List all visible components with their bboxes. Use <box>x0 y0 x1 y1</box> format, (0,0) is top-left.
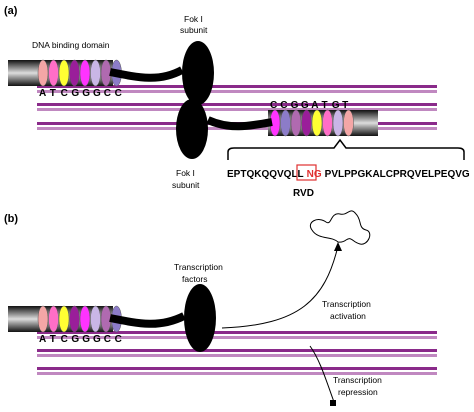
protein-squiggle <box>310 210 371 245</box>
repeat-module <box>37 305 49 333</box>
base-letter: G <box>82 334 90 345</box>
fok-top-label-1: Fok I <box>184 14 203 24</box>
repeat-module <box>48 305 59 333</box>
repeat-module <box>100 305 112 333</box>
activation-arrowhead <box>334 242 342 251</box>
activation-label-2: activation <box>330 311 366 321</box>
right-repeat-modules <box>269 109 354 137</box>
repeat-module <box>290 109 302 137</box>
repeat-module <box>100 59 112 87</box>
rvd-label: RVD <box>293 188 314 199</box>
activation-label-1: Transcription <box>322 299 371 309</box>
repeat-module <box>311 109 323 137</box>
repeat-seq-after: PVLPPGKALCPRQVELPEQVG <box>325 169 470 180</box>
repeat-module <box>343 109 354 137</box>
repeat-module <box>79 305 91 333</box>
repeat-module <box>280 109 291 137</box>
repeat-module <box>69 305 80 333</box>
repeat-module <box>37 59 49 87</box>
repeat-module <box>58 59 70 87</box>
activation-arrow <box>221 245 339 329</box>
repeat-module <box>332 109 344 137</box>
base-letter: A <box>39 334 46 345</box>
tf-label-2: factors <box>182 274 208 284</box>
repeat-module <box>90 305 101 333</box>
repression-line <box>309 345 335 403</box>
base-letter: T <box>322 100 328 111</box>
base-letter: C <box>104 334 111 345</box>
repression-label-2: repression <box>338 387 378 397</box>
base-letter: C <box>270 100 277 111</box>
dna-binding-domain-label: DNA binding domain <box>32 40 110 50</box>
panel-a-label: (a) <box>4 5 18 17</box>
repeat-module <box>48 59 59 87</box>
base-letter: G <box>301 100 309 111</box>
base-letter: C <box>61 334 68 345</box>
repeat-module <box>69 59 80 87</box>
fok-i-bottom <box>176 99 208 159</box>
repeat-module <box>90 59 101 87</box>
base-letter: C <box>61 88 68 99</box>
base-letter: C <box>104 88 111 99</box>
base-letter: C <box>280 100 287 111</box>
rvd-highlight-box <box>296 164 317 181</box>
base-letter: G <box>71 88 79 99</box>
base-letter: A <box>39 88 46 99</box>
base-letter: T <box>50 88 56 99</box>
fok-top-label-2: subunit <box>180 25 208 35</box>
base-letter: G <box>291 100 299 111</box>
repression-label-1: Transcription <box>333 375 382 385</box>
repeat-module <box>301 109 312 137</box>
base-letter: G <box>332 100 340 111</box>
repeat-seq-before: EPTQKQQVQLL <box>227 169 304 180</box>
repeat-bracket <box>227 138 465 160</box>
linker-b <box>109 312 186 328</box>
rvd-residues: NG <box>307 169 322 180</box>
fok-bottom-label-1: Fok I <box>176 168 195 178</box>
base-letter: A <box>311 100 318 111</box>
transcription-factor-ellipse <box>184 284 216 352</box>
dna-double-strand-b <box>37 331 437 375</box>
base-letter: G <box>93 334 101 345</box>
fok-i-top <box>182 41 214 105</box>
repeat-module <box>79 59 91 87</box>
base-letter: C <box>115 334 122 345</box>
fok-bottom-label-2: subunit <box>172 180 200 190</box>
base-letter: G <box>93 88 101 99</box>
base-letter: G <box>71 334 79 345</box>
tf-label-1: Transcription <box>174 262 223 272</box>
repeat-module <box>58 305 70 333</box>
base-letter: C <box>115 88 122 99</box>
repression-end-marker <box>330 400 336 406</box>
base-letter: T <box>342 100 348 111</box>
repeat-modules-b <box>37 305 122 333</box>
panel-b-label: (b) <box>4 213 18 225</box>
right-linker <box>206 116 273 131</box>
left-linker <box>109 66 184 82</box>
base-letter: T <box>50 334 56 345</box>
repeat-module <box>322 109 333 137</box>
base-letter: G <box>82 88 90 99</box>
